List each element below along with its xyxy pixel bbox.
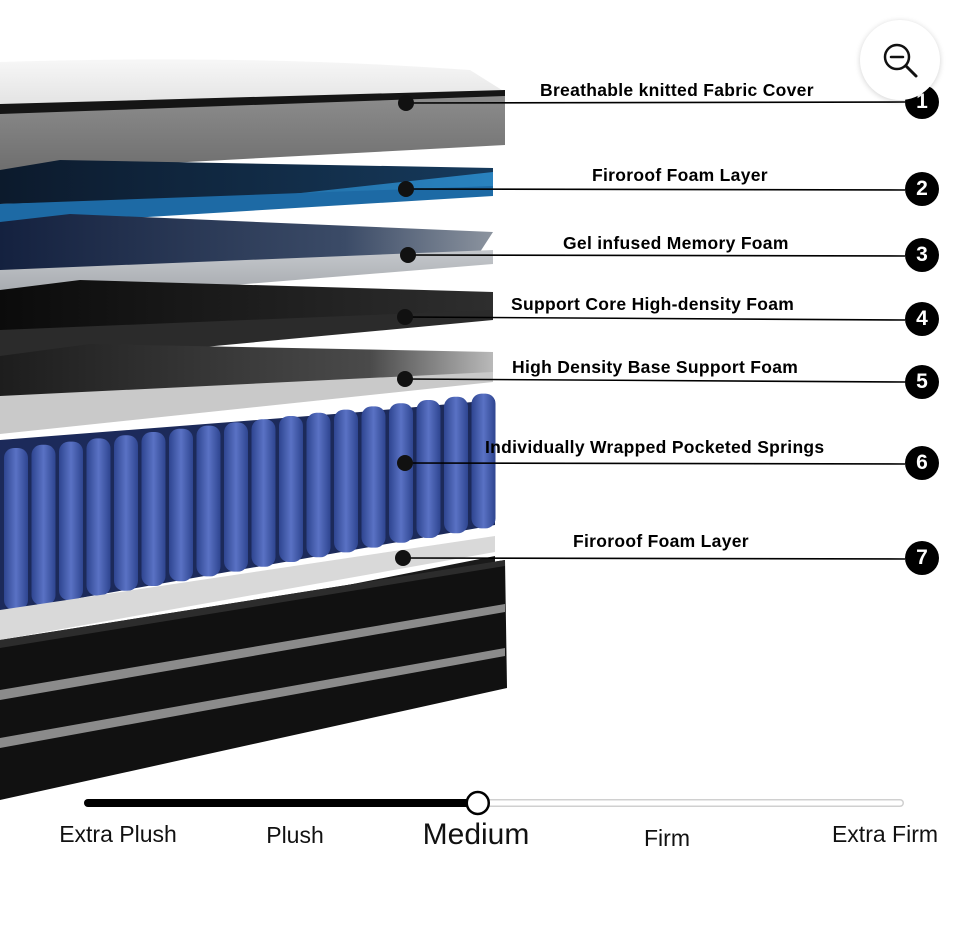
- firmness-slider-thumb[interactable]: [465, 790, 491, 816]
- pocket-spring: [444, 396, 468, 534]
- layer-leader-lines: [395, 95, 906, 566]
- pocket-spring: [86, 438, 111, 596]
- layer-number-badge-7: 7: [905, 541, 939, 575]
- pocket-spring: [141, 432, 166, 586]
- layer-number-badge-6: 6: [905, 446, 939, 480]
- layer-6-springs: [0, 393, 496, 612]
- layer-5-base-foam: [0, 344, 493, 434]
- layer-2-foam: [0, 160, 493, 226]
- layer-label-7: Firoroof Foam Layer: [573, 531, 749, 551]
- pocket-spring: [59, 441, 83, 601]
- pocket-spring: [224, 422, 248, 572]
- pocket-spring: [4, 448, 28, 610]
- layer-marker-dot-1: [398, 95, 414, 111]
- leader-line-3: [407, 254, 906, 257]
- layer-marker-dot-3: [400, 247, 416, 263]
- pocket-spring: [196, 425, 221, 577]
- layer-number-badge-4: 4: [905, 302, 939, 336]
- firmness-label-extra-firm: Extra Firm: [831, 821, 939, 847]
- layer-label-2: Firoroof Foam Layer: [592, 165, 768, 185]
- leader-line-6: [404, 462, 906, 465]
- layer-number-badge-3: 3: [905, 238, 939, 272]
- layer-number-badge-2: 2: [905, 172, 939, 206]
- pocket-spring: [169, 428, 193, 582]
- pocket-spring: [471, 393, 496, 529]
- pocket-spring: [361, 406, 386, 548]
- layer-label-4: Support Core High-density Foam: [511, 294, 795, 314]
- firmness-slider[interactable]: [84, 790, 904, 816]
- firmness-label-extra-plush: Extra Plush: [59, 821, 177, 847]
- layer-label-5: High Density Base Support Foam: [512, 357, 799, 377]
- zoom-button[interactable]: [860, 20, 940, 100]
- pocket-spring: [114, 435, 138, 591]
- layer-label-6: Individually Wrapped Pocketed Springs: [485, 437, 825, 457]
- leader-line-4: [404, 316, 906, 321]
- pocket-spring: [416, 400, 441, 538]
- layer-marker-dot-5: [397, 371, 413, 387]
- firmness-label-plush: Plush: [266, 822, 324, 848]
- firmness-label-medium: Medium: [422, 818, 530, 851]
- leader-line-1: [405, 101, 906, 104]
- leader-line-5: [404, 378, 906, 383]
- pocket-spring: [31, 444, 56, 606]
- pocket-spring: [251, 419, 276, 567]
- layer-number-badge-5: 5: [905, 365, 939, 399]
- mattress-base: [0, 560, 507, 800]
- pocket-spring: [279, 416, 303, 562]
- layer-label-3: Gel infused Memory Foam: [563, 233, 789, 253]
- leader-line-2: [405, 188, 906, 191]
- pocket-spring: [306, 412, 331, 558]
- pocket-spring: [334, 409, 358, 553]
- firmness-label-firm: Firm: [644, 825, 690, 851]
- layer-marker-dot-7: [395, 550, 411, 566]
- zoom-out-icon: [883, 43, 918, 78]
- leader-line-7: [402, 557, 906, 560]
- pocket-spring: [389, 403, 413, 543]
- layer-1-fabric-cover: [0, 59, 505, 172]
- layer-marker-dot-4: [397, 309, 413, 325]
- layer-label-1: Breathable knitted Fabric Cover: [540, 80, 814, 100]
- layer-marker-dot-2: [398, 181, 414, 197]
- layer-marker-dot-6: [397, 455, 413, 471]
